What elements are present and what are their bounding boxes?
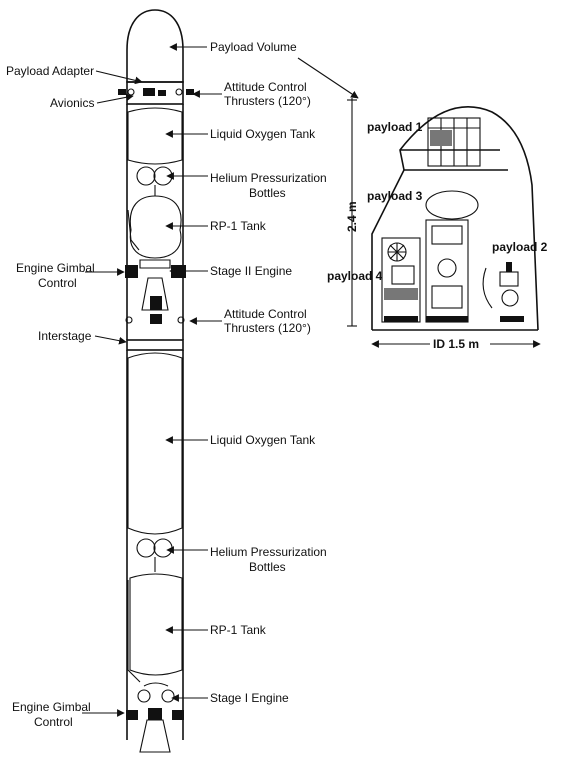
rocket-body <box>118 9 194 753</box>
label-lox-tank-upper: Liquid Oxygen Tank <box>210 127 316 141</box>
label-helium-lower-2: Bottles <box>249 560 286 574</box>
payload-fairing <box>126 9 184 83</box>
diameter-dimension-label: ID 1.5 m <box>433 337 479 351</box>
payload-3-shape <box>425 190 479 220</box>
label-acs-upper-1: Attitude Control <box>224 80 307 94</box>
label-acs-upper-2: Thrusters (120°) <box>224 94 311 108</box>
label-gimbal-upper-2: Control <box>38 276 77 290</box>
fairing-detail: 2.4 m ID 1.5 m payload 1 payload 3 paylo… <box>297 57 548 353</box>
label-acs-lower-1: Attitude Control <box>224 307 307 321</box>
stage2-lox-tank <box>127 107 183 165</box>
payload-center-shape <box>425 219 469 323</box>
fairing-cross-section <box>371 106 539 331</box>
stage2-rp1-tank <box>129 195 182 259</box>
label-payload-4: payload 4 <box>327 269 383 283</box>
interstage-shape <box>126 339 184 351</box>
label-helium-upper-2: Bottles <box>249 186 286 200</box>
payload-adapter-shape <box>126 81 184 105</box>
stage1-lox-tank <box>127 352 183 535</box>
label-helium-lower-1: Helium Pressurization <box>210 545 327 559</box>
stage1-helium-bottle <box>136 538 156 558</box>
label-avionics: Avionics <box>50 96 94 110</box>
label-interstage: Interstage <box>38 329 92 343</box>
label-payload-adapter: Payload Adapter <box>6 64 94 78</box>
label-gimbal-lower-2: Control <box>34 715 73 729</box>
label-lox-tank-lower: Liquid Oxygen Tank <box>210 433 316 447</box>
label-payload-2: payload 2 <box>492 240 548 254</box>
label-acs-lower-2: Thrusters (120°) <box>224 321 311 335</box>
label-stage1-engine: Stage I Engine <box>210 691 289 705</box>
stage2-helium-bottle <box>136 166 156 186</box>
label-payload-1: payload 1 <box>367 120 423 134</box>
label-payload-3: payload 3 <box>367 189 423 203</box>
payload-4-shape <box>381 237 421 323</box>
stage1-helium-bottle <box>153 538 173 558</box>
rocket-labels: Payload Volume Payload Adapter Avionics … <box>6 40 327 729</box>
label-gimbal-lower-1: Engine Gimbal <box>12 700 91 714</box>
label-rp1-tank-lower: RP-1 Tank <box>210 623 267 637</box>
stage2-engine-nozzle <box>141 277 169 311</box>
payload-1-shape <box>427 117 481 167</box>
label-helium-upper-1: Helium Pressurization <box>210 171 327 185</box>
label-gimbal-upper-1: Engine Gimbal <box>16 261 95 275</box>
payload-2-shape <box>482 262 524 322</box>
stage1-rp1-tank <box>129 573 183 676</box>
label-stage2-engine: Stage II Engine <box>210 264 292 278</box>
label-rp1-tank-upper: RP-1 Tank <box>210 219 267 233</box>
label-payload-volume: Payload Volume <box>210 40 297 54</box>
stage1-engine-nozzle <box>139 719 171 753</box>
height-dimension-label: 2.4 m <box>345 201 359 232</box>
